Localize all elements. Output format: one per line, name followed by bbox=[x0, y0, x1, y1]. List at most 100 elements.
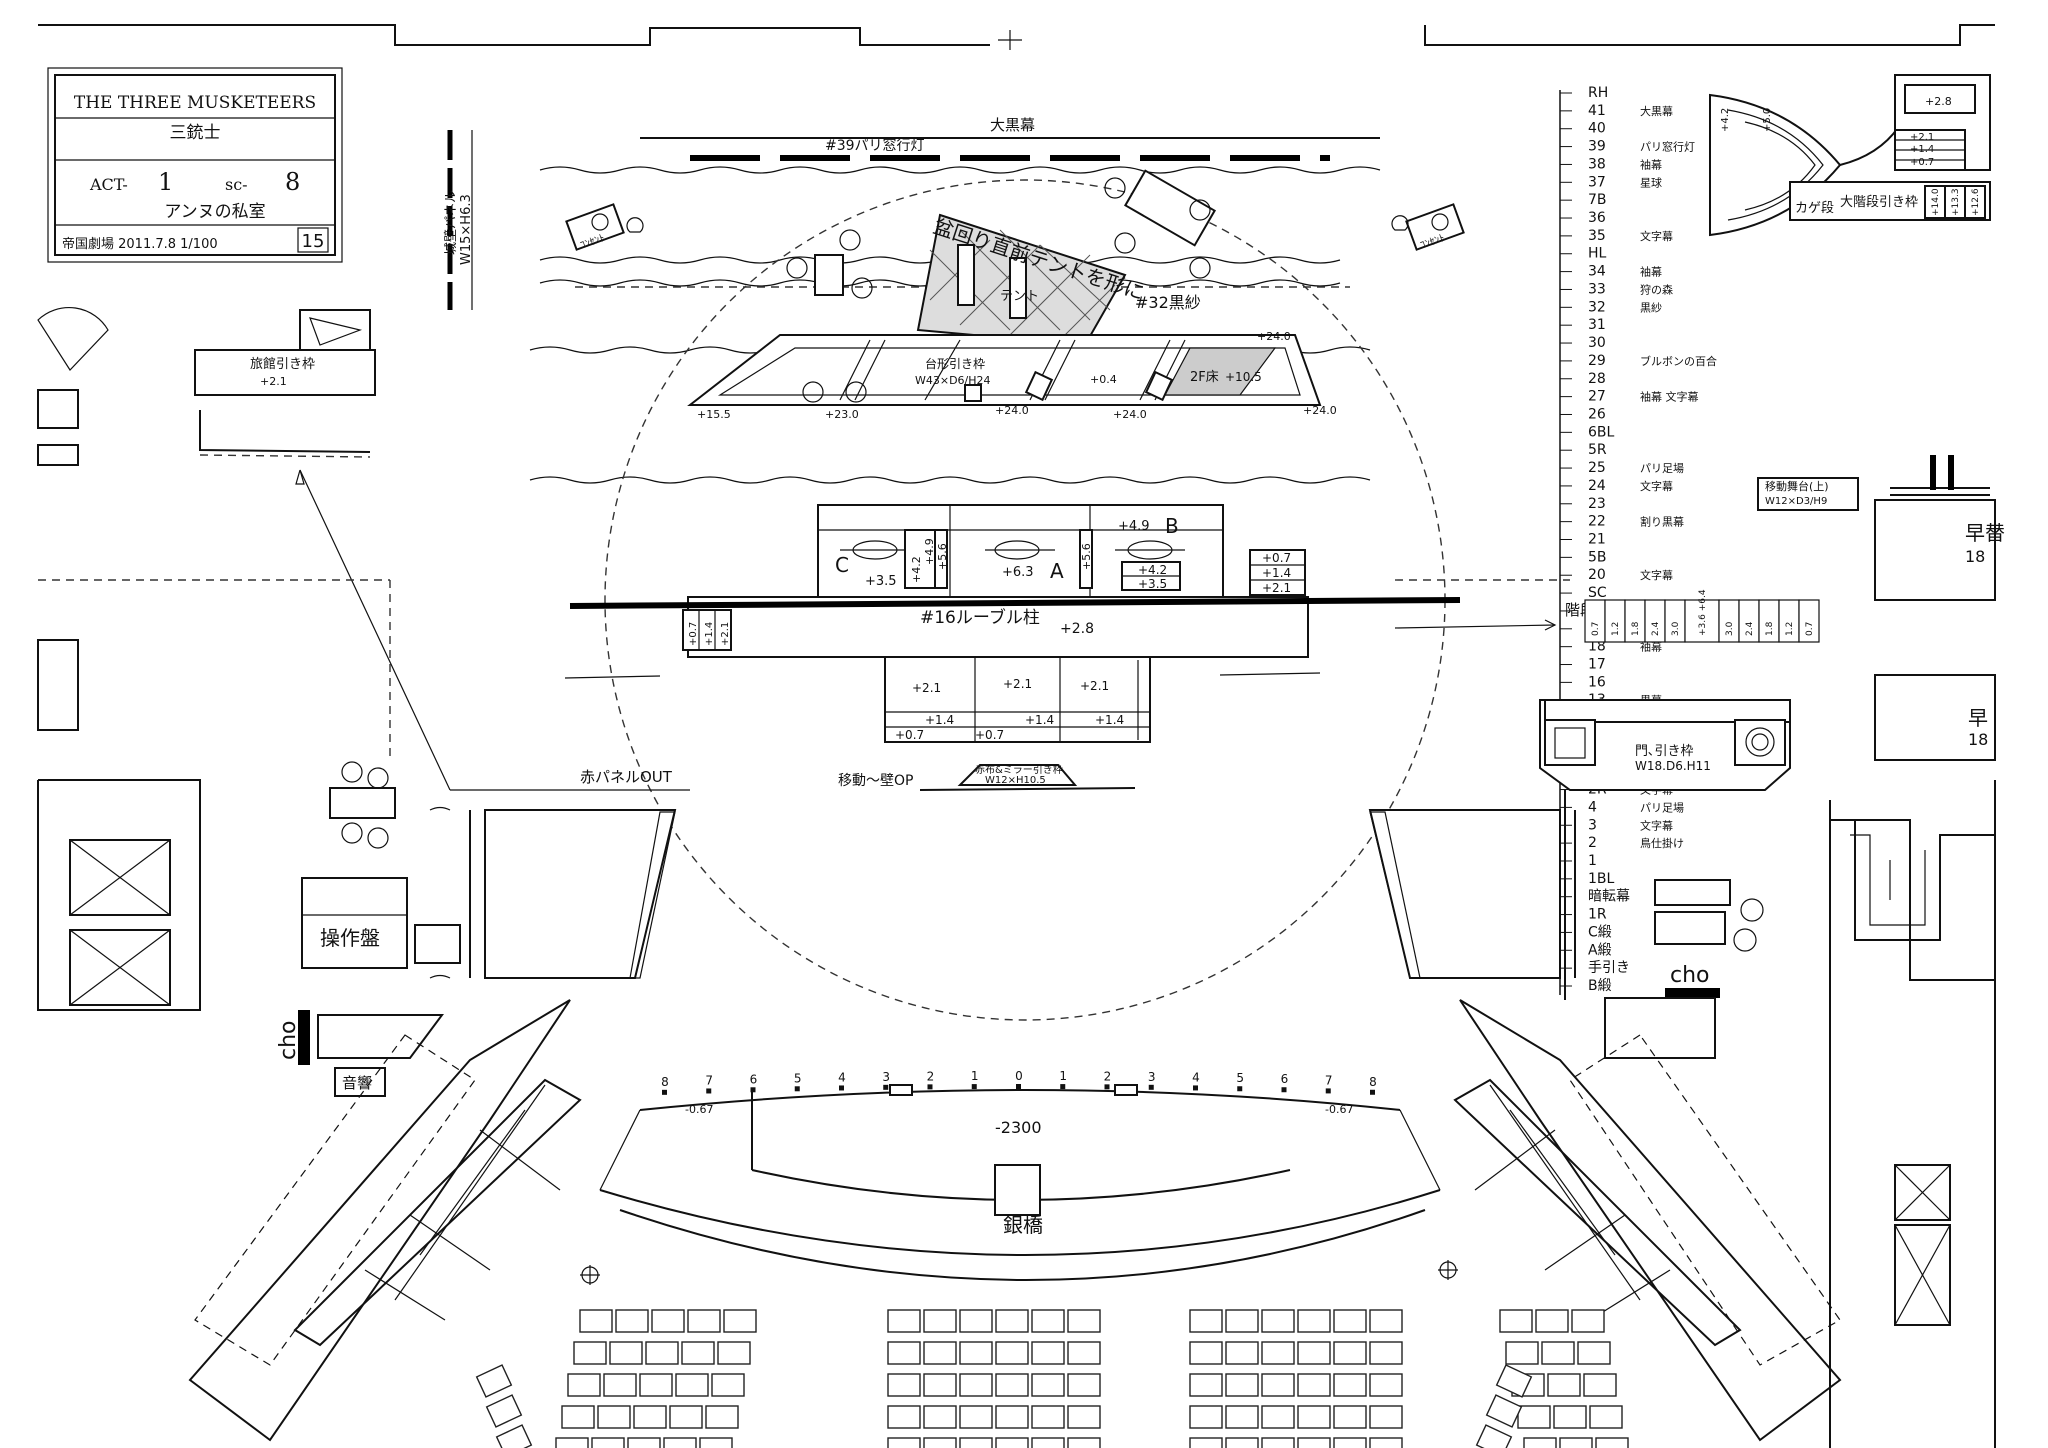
audience-seat bbox=[1225, 1309, 1259, 1333]
rail-name: 大黒幕 bbox=[1640, 104, 1673, 118]
height-label: +0.7 bbox=[895, 728, 924, 742]
rail-key: 37 bbox=[1588, 174, 1606, 190]
proscenium-number: 6 bbox=[1281, 1072, 1289, 1086]
audience-seat bbox=[1523, 1437, 1557, 1448]
louvre-pillar-platform: #16ルーブル柱 +2.8 +0.7 +1.4 +2.1 bbox=[564, 596, 1461, 679]
audience-seat bbox=[1261, 1373, 1295, 1397]
height-label: +0.7 bbox=[1262, 551, 1291, 565]
right-stairwell bbox=[1830, 819, 1995, 1326]
audience-seat bbox=[959, 1309, 993, 1333]
proscenium-mark bbox=[1148, 1084, 1154, 1090]
rail-key: 手引き bbox=[1588, 960, 1630, 976]
height-label: +4.9 bbox=[1118, 519, 1150, 534]
rail-key: 7B bbox=[1588, 192, 1607, 208]
proscenium-mark bbox=[1325, 1088, 1331, 1094]
audience-seat bbox=[887, 1437, 921, 1448]
height-label: +0.4 bbox=[1090, 373, 1117, 386]
audience-seat bbox=[887, 1373, 921, 1397]
rail-name: 黒紗 bbox=[1640, 301, 1662, 314]
audience-seating bbox=[475, 1309, 1629, 1448]
height-label: +4.9 bbox=[923, 538, 936, 565]
audience-seat bbox=[609, 1341, 643, 1365]
rail-name: 文字幕 bbox=[1640, 568, 1673, 582]
stair-step-height: 0.7 bbox=[1591, 622, 1601, 636]
proscenium-number: 2 bbox=[1104, 1069, 1112, 1083]
audience-seat bbox=[1369, 1341, 1403, 1365]
audience-seat bbox=[1297, 1373, 1331, 1397]
rail-key: 30 bbox=[1588, 335, 1606, 351]
audience-seat bbox=[675, 1373, 709, 1397]
scene-name: アンヌの私室 bbox=[164, 202, 265, 222]
height-label: +6.3 bbox=[1002, 565, 1034, 580]
side-towers bbox=[188, 999, 1842, 1442]
height-label: -0.67 bbox=[1325, 1103, 1353, 1116]
scene-label: sc- bbox=[225, 175, 248, 194]
audience-seat bbox=[1369, 1437, 1403, 1448]
rail-key: RH bbox=[1588, 85, 1608, 101]
spot-b-label: B bbox=[1165, 514, 1179, 538]
rail-key: 39 bbox=[1588, 139, 1606, 155]
audience-seat bbox=[1475, 1424, 1513, 1448]
height-label: +5.6 bbox=[1080, 543, 1093, 570]
rail-key: 1BL bbox=[1588, 871, 1615, 887]
stair-step-height: 1.8 bbox=[1765, 621, 1775, 636]
audience-seat bbox=[1189, 1341, 1223, 1365]
audience-seat bbox=[1589, 1405, 1623, 1429]
rail-name: 文字幕 bbox=[1640, 229, 1673, 243]
proscenium-mark bbox=[839, 1085, 844, 1091]
stair-step bbox=[1684, 599, 1720, 643]
moving-stage-label: 移動舞台(上) bbox=[1765, 479, 1829, 493]
audience-seat bbox=[1547, 1373, 1581, 1397]
proscenium-number: 1 bbox=[971, 1069, 979, 1083]
stairs-out: 階段OUT 0.71.21.82.43.0+3.6 +6.43.02.41.81… bbox=[1394, 589, 1820, 643]
audience-seat bbox=[1031, 1437, 1065, 1448]
inn-wagon: 旅館引き枠 +2.1 W15×H6.3 赤パネルOUT bbox=[37, 306, 1570, 849]
audience-seat bbox=[995, 1373, 1029, 1397]
audience-seat bbox=[669, 1405, 703, 1429]
audience-seat bbox=[1517, 1405, 1551, 1429]
audience-seat bbox=[1067, 1437, 1101, 1448]
stair-step-height: 0.7 bbox=[1805, 622, 1815, 636]
proscenium-number: 3 bbox=[882, 1070, 890, 1084]
proscenium-mark bbox=[1060, 1084, 1066, 1090]
height-label: +0.7 bbox=[1910, 157, 1934, 168]
rail-key: 38 bbox=[1588, 156, 1606, 172]
inn-wagon-label: 旅館引き枠 bbox=[250, 357, 315, 372]
audience-seat bbox=[639, 1373, 673, 1397]
rail-name: 袖幕 bbox=[1640, 265, 1662, 279]
audience-seat bbox=[495, 1424, 533, 1448]
quick-change-2-label: 早 bbox=[1968, 706, 1988, 730]
rail-name: 袖幕 bbox=[1640, 640, 1662, 654]
quick-change-2-number: 18 bbox=[1968, 730, 1988, 749]
rail-key: 33 bbox=[1588, 281, 1606, 297]
rail-key: 3 bbox=[1588, 817, 1597, 833]
rail-key: 40 bbox=[1588, 121, 1606, 137]
height-label: +5.6 bbox=[936, 543, 949, 570]
rail-key: 20 bbox=[1588, 567, 1606, 583]
rail-name: 袖幕 文字幕 bbox=[1640, 390, 1699, 404]
quick-change-1-number: 18 bbox=[1965, 547, 1985, 566]
tent-label: テント bbox=[1000, 289, 1039, 304]
rail-key: 22 bbox=[1588, 514, 1606, 530]
height-label: -0.67 bbox=[685, 1103, 713, 1116]
rail-key: 26 bbox=[1588, 406, 1606, 422]
trapezoid-wagon-size: W43×D6/H24 bbox=[915, 374, 991, 387]
rail-key: 1 bbox=[1588, 853, 1597, 869]
reference-marks bbox=[580, 1260, 1458, 1285]
orchestra-level: -2300 bbox=[995, 1118, 1042, 1137]
proscenium-number: 1 bbox=[1059, 1069, 1067, 1083]
height-label: +2.1 bbox=[912, 681, 941, 695]
act-label: ACT- bbox=[89, 175, 128, 194]
height-label: +1.4 bbox=[1095, 713, 1124, 727]
gate-wagon-label: 門､引き枠 bbox=[1635, 744, 1694, 759]
title-block: THE THREE MUSKETEERS 三銃士 ACT- 1 sc- 8 アン… bbox=[47, 67, 343, 263]
stair-step-height: 1.8 bbox=[1631, 621, 1641, 636]
audience-seat bbox=[1261, 1309, 1295, 1333]
audience-seat bbox=[1333, 1437, 1367, 1448]
proscenium-mark bbox=[1281, 1087, 1287, 1093]
height-label: +24.0 bbox=[995, 404, 1029, 417]
height-label: +2.1 bbox=[1910, 132, 1934, 143]
audience-seat bbox=[1067, 1405, 1101, 1429]
audience-seat bbox=[567, 1373, 601, 1397]
proscenium-mark bbox=[927, 1084, 933, 1090]
